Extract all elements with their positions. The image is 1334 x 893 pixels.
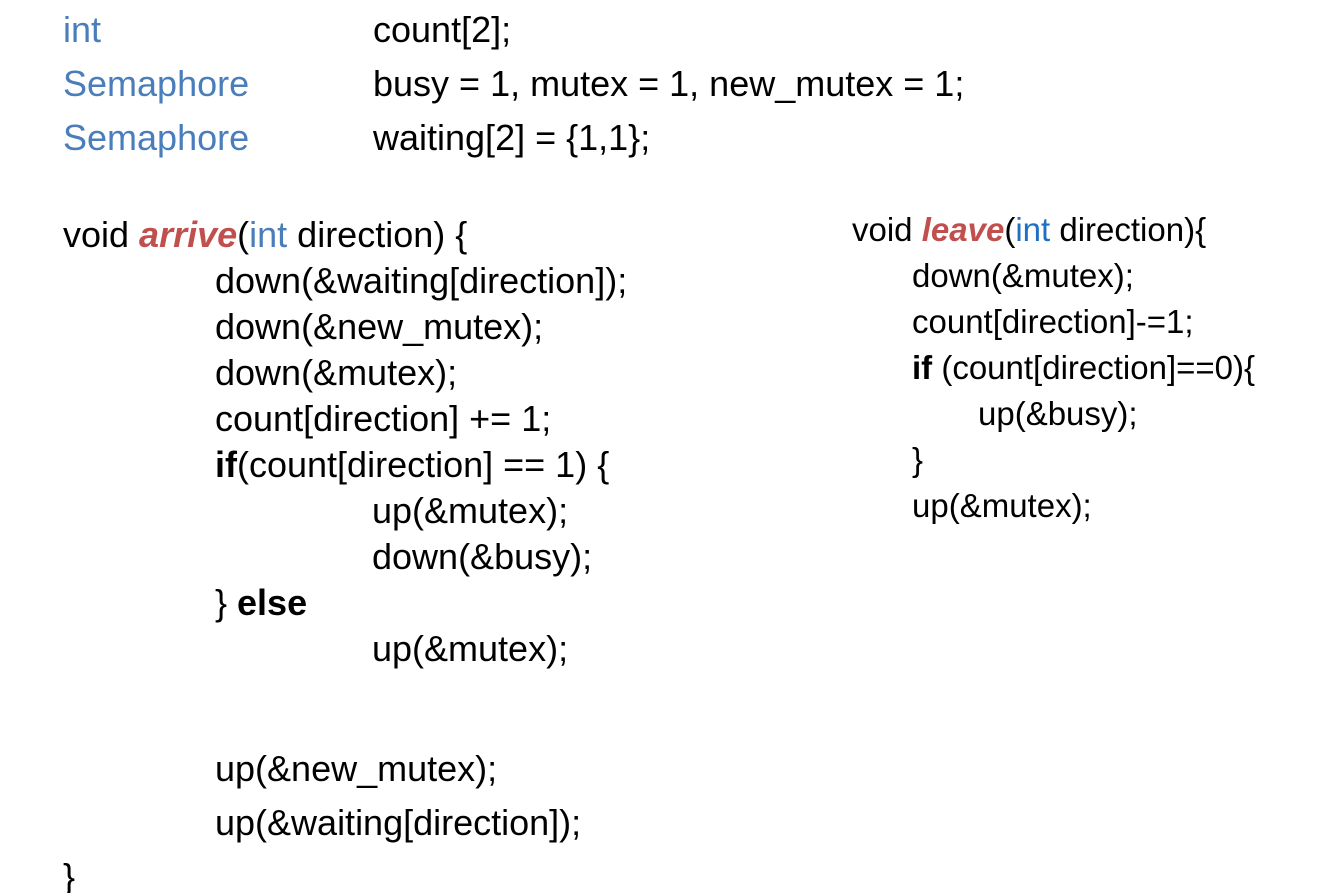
code-text: (count[direction] == 1) { <box>237 444 610 485</box>
code-line: up(&busy); <box>852 391 1255 437</box>
code-line: if (count[direction]==0){ <box>852 345 1255 391</box>
code-text: up(&waiting[direction]); <box>215 802 582 843</box>
function-name: leave <box>921 211 1005 248</box>
code-text: count[direction] += 1; <box>215 398 552 439</box>
code-text: up(&mutex); <box>372 490 569 531</box>
code-text: down(&mutex); <box>215 352 458 393</box>
code-text: down(&new_mutex); <box>215 306 544 347</box>
code-line: void leave(int direction){ <box>852 207 1255 253</box>
code-line: down(&waiting[direction]); <box>63 258 627 304</box>
code-text: (count[direction]==0){ <box>932 349 1256 386</box>
declaration-value: count[2]; <box>373 9 512 50</box>
declarations-block: int count[2]; Semaphore busy = 1, mutex = 1… <box>63 3 964 165</box>
declaration-row: Semaphore waiting[2] = {1,1}; <box>63 111 964 165</box>
code-line: count[direction]-=1; <box>852 299 1255 345</box>
code-line: } <box>63 850 627 893</box>
code-text: } <box>63 856 76 893</box>
code-line: up(&new_mutex); <box>63 742 627 796</box>
code-text: } <box>912 441 924 478</box>
keyword: else <box>237 582 308 623</box>
code-line: } <box>852 437 1255 483</box>
code-line: } else <box>63 580 627 626</box>
code-text: direction) { <box>287 214 468 255</box>
type-keyword: int <box>1015 211 1051 248</box>
code-line: down(&busy); <box>63 534 627 580</box>
type-keyword: int <box>63 9 102 50</box>
code-line: count[direction] += 1; <box>63 396 627 442</box>
keyword: if <box>215 444 237 485</box>
code-line: down(&new_mutex); <box>63 304 627 350</box>
code-line: down(&mutex); <box>852 253 1255 299</box>
code-text: void <box>63 214 140 255</box>
declaration-row: int count[2]; <box>63 3 964 57</box>
code-text: up(&busy); <box>978 395 1138 432</box>
code-line: void arrive(int direction) { <box>63 212 627 258</box>
code-line: down(&mutex); <box>63 350 627 396</box>
code-line: if(count[direction] == 1) { <box>63 442 627 488</box>
code-text: ( <box>237 214 250 255</box>
keyword: if <box>912 349 933 386</box>
code-line: up(&mutex); <box>63 626 627 672</box>
code-text: down(&waiting[direction]); <box>215 260 628 301</box>
code-text: ( <box>1004 211 1016 248</box>
code-line-blank <box>63 672 627 742</box>
code-text: direction){ <box>1050 211 1207 248</box>
declaration-value: busy = 1, mutex = 1, new_mutex = 1; <box>373 63 965 104</box>
declaration-value: waiting[2] = {1,1}; <box>373 117 651 158</box>
leave-function-block: void leave(int direction){ down(&mutex); c… <box>852 207 1255 529</box>
arrive-function-block: void arrive(int direction) {down(&waitin… <box>63 212 627 893</box>
type-keyword: Semaphore <box>63 117 250 158</box>
function-name: arrive <box>139 214 238 255</box>
code-line: up(&mutex); <box>63 488 627 534</box>
code-text: up(&mutex); <box>372 628 569 669</box>
type-keyword: Semaphore <box>63 63 250 104</box>
code-text: down(&busy); <box>372 536 593 577</box>
code-text: void <box>852 211 922 248</box>
code-line: up(&waiting[direction]); <box>63 796 627 850</box>
type-keyword: int <box>249 214 288 255</box>
code-text: } <box>215 582 238 623</box>
code-text: up(&mutex); <box>912 487 1092 524</box>
code-text: up(&new_mutex); <box>215 748 498 789</box>
code-line: up(&mutex); <box>852 483 1255 529</box>
declaration-row: Semaphore busy = 1, mutex = 1, new_mutex … <box>63 57 964 111</box>
code-text: down(&mutex); <box>912 257 1134 294</box>
code-text: count[direction]-=1; <box>912 303 1194 340</box>
